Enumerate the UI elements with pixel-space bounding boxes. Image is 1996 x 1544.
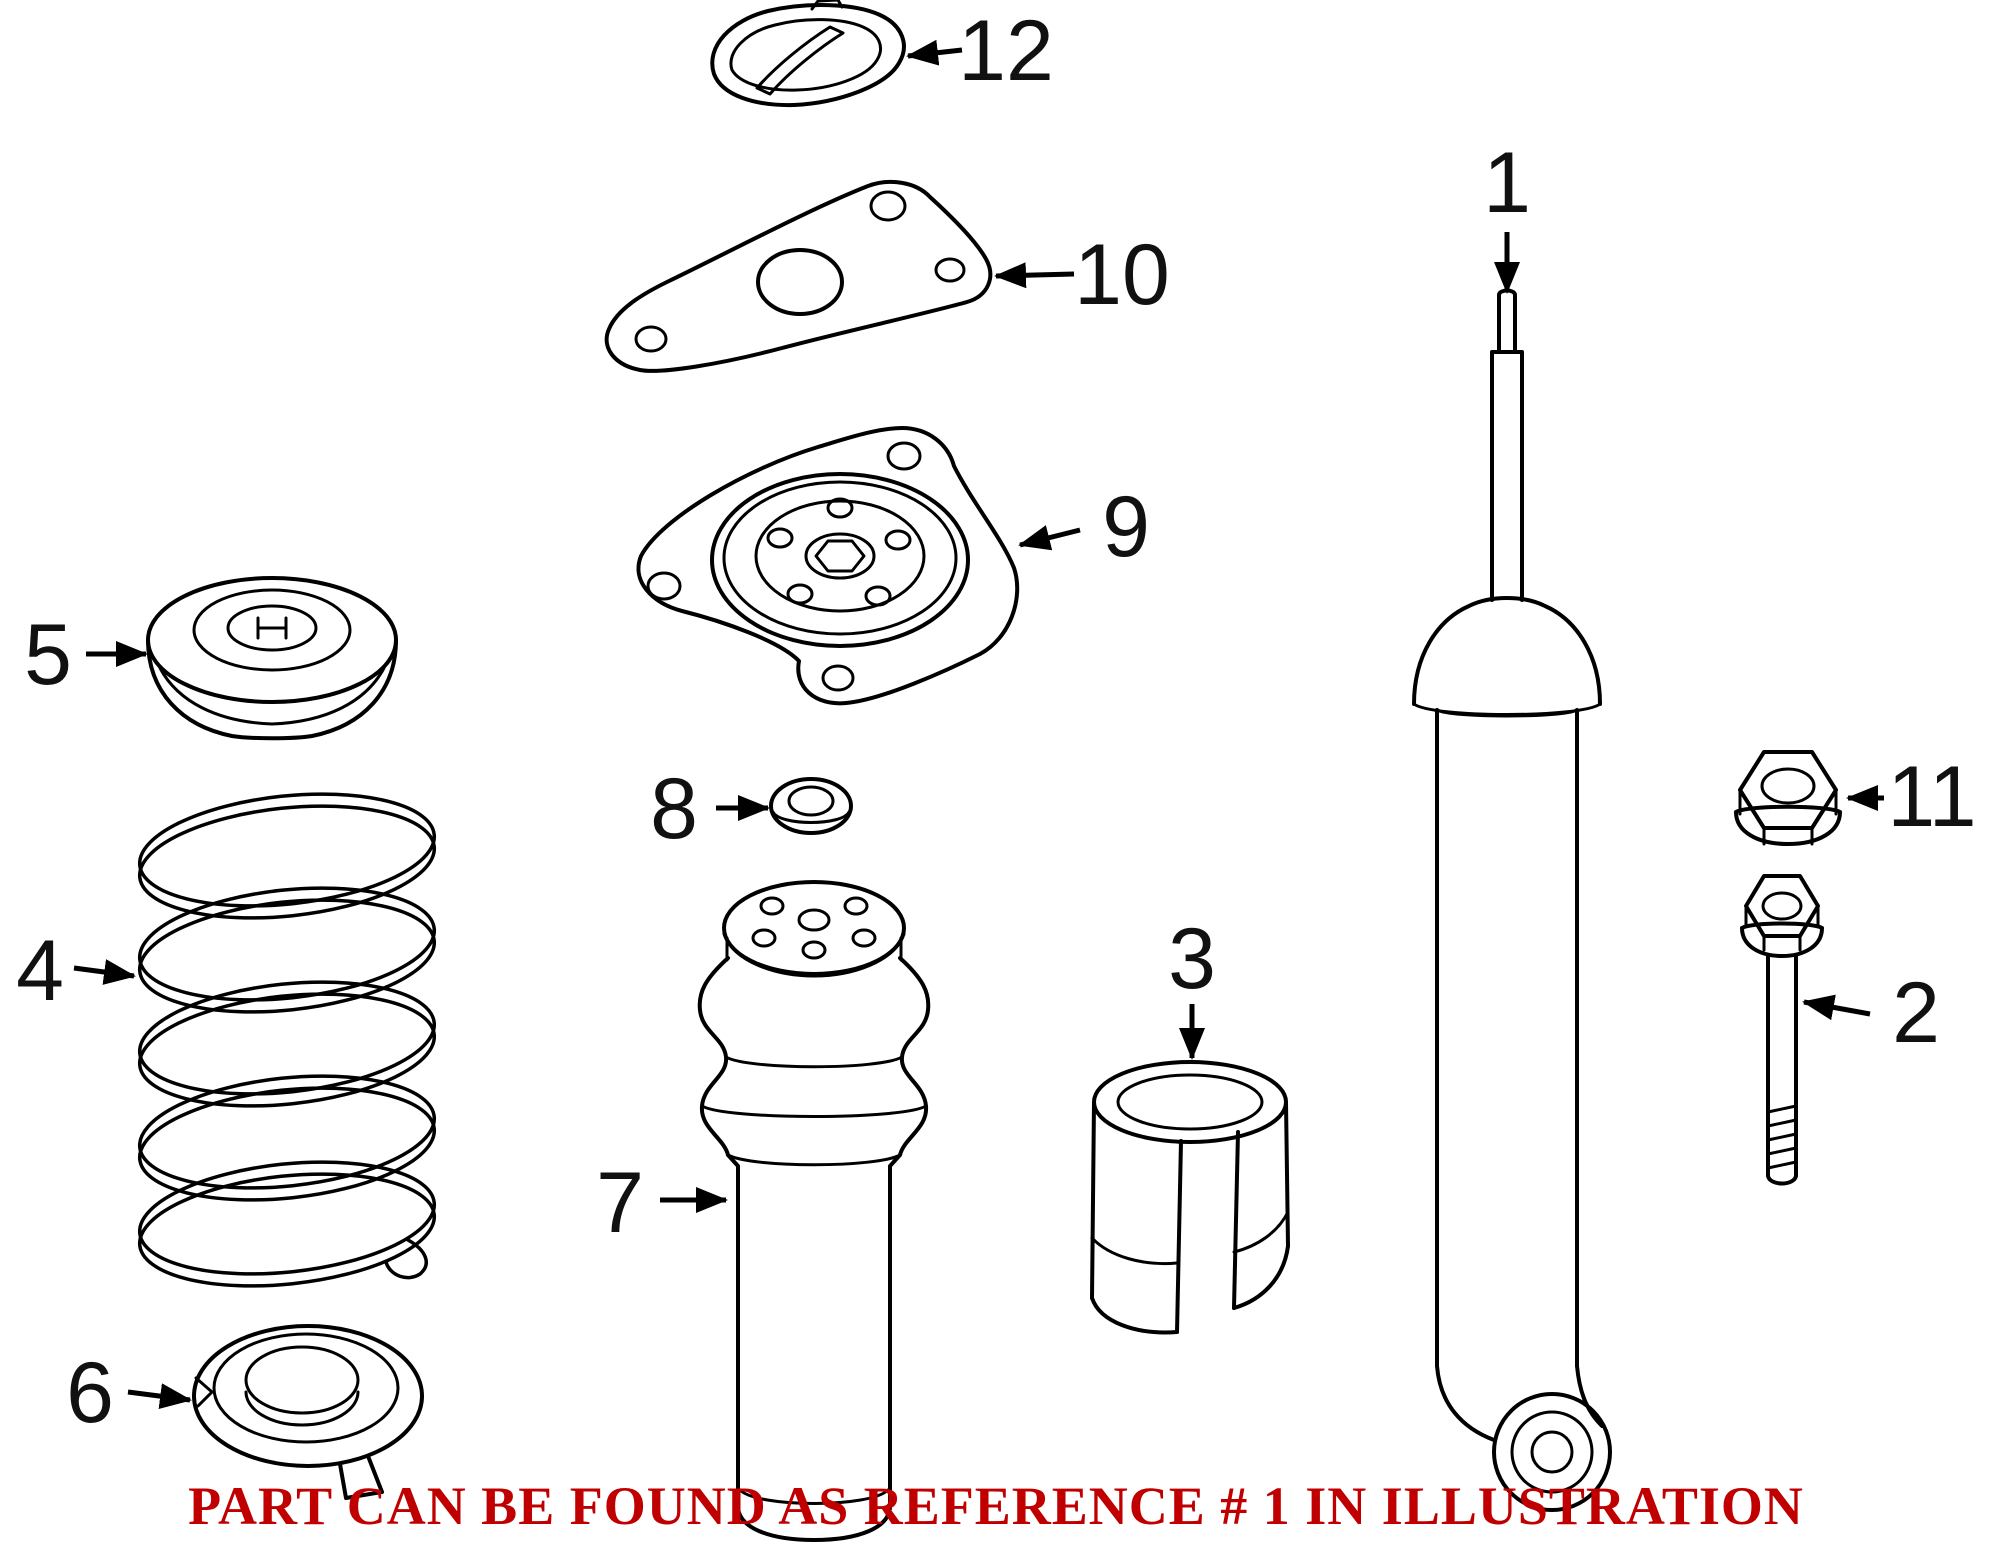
- callout-10-number: 10: [1074, 227, 1170, 323]
- nut-drawing: [1734, 750, 1842, 846]
- lower-spring-pad-drawing: [192, 1324, 424, 1500]
- dust-boot-drawing: [697, 880, 931, 1542]
- upper-spring-seat-drawing: [146, 576, 398, 741]
- callout-1: 1: [1483, 135, 1531, 294]
- callout-5: 5: [24, 607, 148, 703]
- washer-drawing: [769, 777, 853, 835]
- bolt-drawing: [1740, 874, 1824, 1186]
- callout-6: 6: [66, 1345, 192, 1441]
- callout-3-number: 3: [1168, 911, 1216, 1007]
- callout-12: 12: [906, 3, 1054, 99]
- callout-9-number: 9: [1102, 479, 1150, 575]
- bump-stop-sleeve-drawing: [1090, 1060, 1290, 1335]
- callout-11: 11: [1846, 749, 1977, 845]
- callout-3: 3: [1168, 911, 1216, 1060]
- callout-9: 9: [1018, 479, 1150, 575]
- callout-12-number: 12: [958, 3, 1054, 99]
- callout-7: 7: [596, 1155, 728, 1251]
- callout-2-number: 2: [1892, 965, 1940, 1061]
- callout-6-number: 6: [66, 1345, 114, 1441]
- callout-2: 2: [1802, 965, 1940, 1061]
- callout-8: 8: [650, 761, 770, 857]
- callout-7-number: 7: [596, 1155, 644, 1251]
- shock-absorber-drawing: [1412, 288, 1612, 1512]
- coil-spring-drawing: [137, 792, 437, 1288]
- callout-5-number: 5: [24, 607, 72, 703]
- strut-mount-drawing: [636, 426, 1020, 706]
- callout-8-number: 8: [650, 761, 698, 857]
- callout-11-number: 11: [1887, 749, 1976, 845]
- mount-plate-drawing: [604, 179, 993, 373]
- callout-4: 4: [16, 923, 136, 1019]
- callout-4-number: 4: [16, 923, 64, 1019]
- callout-10: 10: [994, 227, 1170, 323]
- callout-1-number: 1: [1483, 135, 1531, 231]
- mount-cap-drawing: [710, 0, 906, 108]
- reference-note: PART CAN BE FOUND AS REFERENCE # 1 IN IL…: [188, 1476, 1804, 1536]
